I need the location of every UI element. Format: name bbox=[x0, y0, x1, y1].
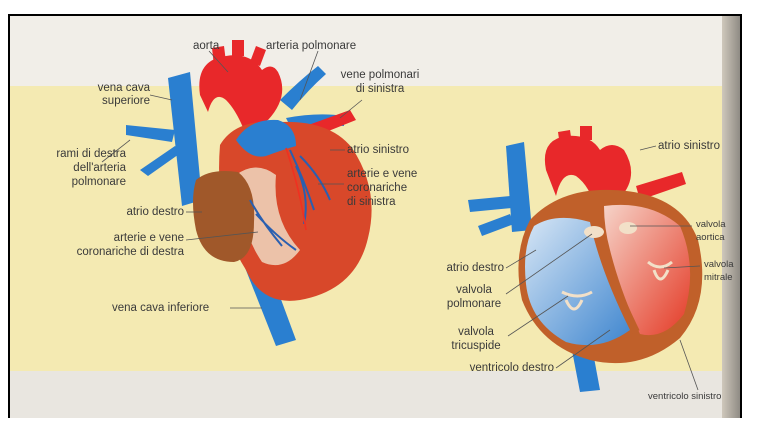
label-vena-cava-inferiore: vena cava inferiore bbox=[112, 302, 209, 314]
label-arterie-vene-sx-1: arterie e vene bbox=[347, 168, 417, 180]
rh-valvola-polmonare-shape bbox=[584, 226, 604, 238]
label-vene-polmonari-2: di sinistra bbox=[330, 83, 430, 95]
label-ventricolo-destro: ventricolo destro bbox=[444, 362, 554, 374]
aorta-top-branch-2 bbox=[232, 40, 244, 56]
label-valvola-tricuspide-2: tricuspide bbox=[440, 340, 512, 352]
rh-pulmonary-branch bbox=[468, 196, 512, 212]
label-vene-polmonari-1: vene polmonari bbox=[330, 69, 430, 81]
label-aorta: aorta bbox=[193, 40, 219, 52]
label-arterie-vene-sx-2: coronariche bbox=[347, 182, 407, 194]
label-arteria-polmonare: arteria polmonare bbox=[266, 40, 356, 52]
label-atrio-destro-left: atrio destro bbox=[100, 206, 184, 218]
label-arterie-vene-dx-2: coronariche di destra bbox=[40, 246, 184, 258]
rami-arteria-polmonare-2 bbox=[140, 146, 182, 176]
rh-valvola-aortica-shape bbox=[619, 222, 637, 234]
label-arterie-vene-dx-1: arterie e vene bbox=[40, 232, 184, 244]
label-valvola-aortica-2: aortica bbox=[696, 233, 725, 243]
label-arterie-vene-sx-3: di sinistra bbox=[347, 196, 396, 208]
label-atrio-sinistro-right: atrio sinistro bbox=[658, 140, 720, 152]
label-atrio-destro-right: atrio destro bbox=[420, 262, 504, 274]
label-vena-cava-superiore-1: vena cava bbox=[92, 82, 150, 94]
rami-arteria-polmonare bbox=[126, 125, 175, 142]
rh-aorta-branch-1 bbox=[558, 130, 572, 146]
label-rami-2: dell'arteria bbox=[20, 162, 126, 174]
label-valvola-mitrale-2: mitrale bbox=[704, 273, 733, 283]
atrio-destro-shape bbox=[193, 171, 254, 262]
right-heart bbox=[468, 126, 702, 392]
rh-pulmonary-branch-2 bbox=[478, 214, 514, 236]
pulmonary-branch-right bbox=[280, 66, 326, 110]
label-vena-cava-superiore-2: superiore bbox=[92, 95, 150, 107]
aorta-arch bbox=[199, 55, 282, 130]
label-valvola-polmonare-2: polmonare bbox=[438, 298, 510, 310]
label-valvola-aortica-1: valvola bbox=[696, 220, 726, 230]
label-rami-3: polmonare bbox=[20, 176, 126, 188]
label-ventricolo-sinistro: ventricolo sinistro bbox=[648, 392, 721, 402]
label-valvola-mitrale-1: valvola bbox=[704, 260, 734, 270]
label-valvola-tricuspide-1: valvola bbox=[440, 326, 512, 338]
label-rami-1: rami di destra bbox=[20, 148, 126, 160]
label-atrio-sinistro-left: atrio sinistro bbox=[347, 144, 409, 156]
rh-aorta-branch-2 bbox=[580, 126, 592, 140]
label-valvola-polmonare-1: valvola bbox=[438, 284, 510, 296]
